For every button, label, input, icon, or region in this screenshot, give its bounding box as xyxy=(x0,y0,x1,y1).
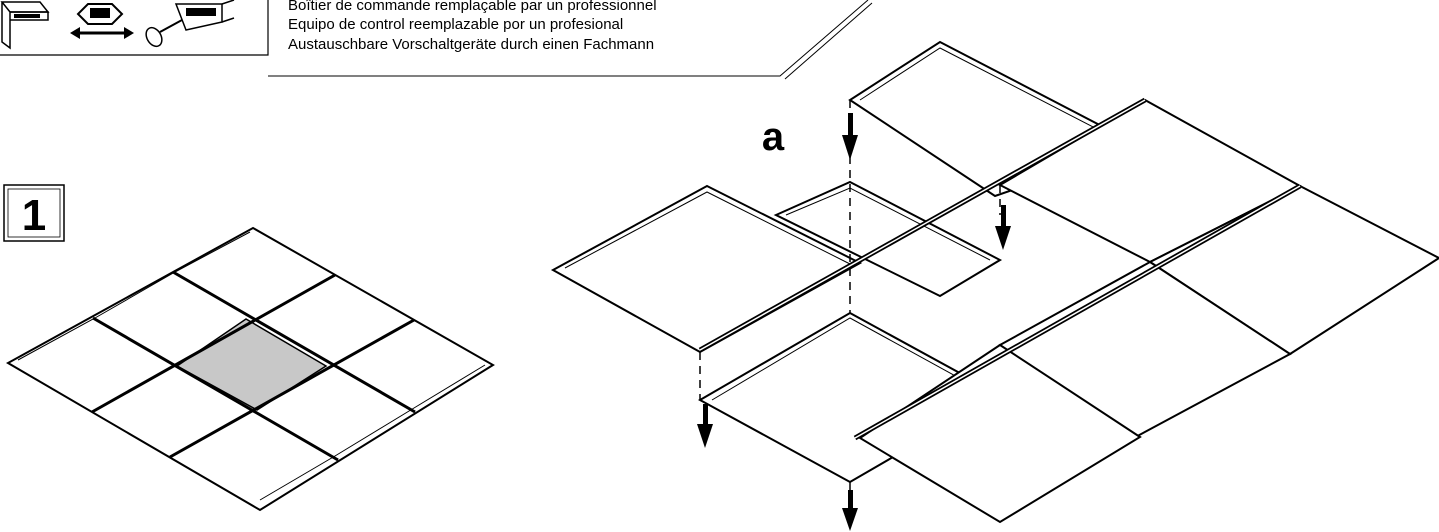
step-number-box: 1 xyxy=(3,184,65,242)
caption-frame-shadow xyxy=(784,2,873,80)
caption-line-es: Equipo de control reemplazable por un pr… xyxy=(288,16,623,33)
step-number: 1 xyxy=(22,191,46,240)
icon-frame xyxy=(0,0,269,56)
caption-line-de: Austauschbare Vorschaltgeräte durch eine… xyxy=(288,36,654,53)
down-arrow-icons xyxy=(697,113,1011,531)
down-arrow-icon xyxy=(697,404,713,448)
down-arrow-icon xyxy=(842,113,858,160)
gear-box-icon xyxy=(0,1,50,50)
double-arrow-icon xyxy=(70,3,134,39)
callout-label: a xyxy=(762,115,785,159)
down-arrow-icon xyxy=(842,490,858,531)
screwdriver-icon xyxy=(145,0,235,48)
down-arrow-icon xyxy=(995,205,1011,250)
ceiling-exploded-view xyxy=(550,40,1439,524)
caption-box: Boîtier de commande remplaçable par un p… xyxy=(0,0,873,80)
ceiling-grid-overview xyxy=(5,226,495,512)
caption-line-fr: Boîtier de commande remplaçable par un p… xyxy=(288,0,657,14)
caption-frame xyxy=(268,0,869,77)
